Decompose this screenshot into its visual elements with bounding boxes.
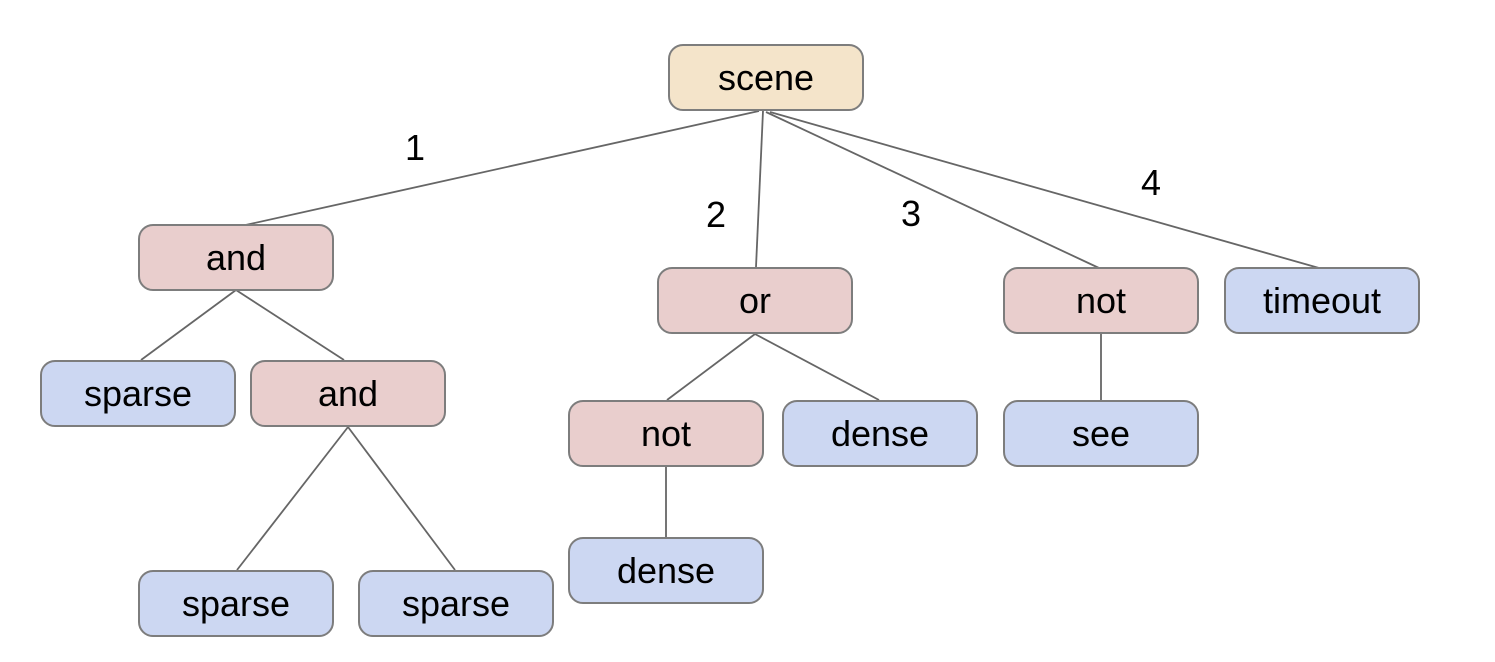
- node-not-mid-label: not: [640, 412, 692, 454]
- edge-or-to-not: [666, 333, 756, 401]
- node-timeout-label: timeout: [1262, 279, 1382, 321]
- node-or-label: or: [738, 279, 771, 321]
- node-and-inner-label: and: [317, 372, 379, 414]
- edge-scene-to-or: [755, 110, 764, 268]
- node-sparse-left: sparse: [40, 360, 236, 427]
- edge-and-inner-to-sparse1: [236, 426, 349, 571]
- edge-label-2: 2: [705, 194, 727, 235]
- edge-and-inner-to-sparse2: [347, 426, 456, 571]
- edge-and-to-and-inner: [235, 289, 345, 361]
- node-dense-mid-label: dense: [830, 412, 930, 454]
- node-and-left: and: [138, 224, 334, 291]
- node-not-right-label: not: [1075, 279, 1127, 321]
- edge-label-4: 4: [1140, 162, 1162, 203]
- node-sparse-bottom2: sparse: [358, 570, 554, 637]
- node-and-inner: and: [250, 360, 446, 427]
- edge-scene-to-not: [765, 111, 1100, 269]
- node-sparse-bottom2-label: sparse: [401, 582, 511, 624]
- node-or: or: [657, 267, 853, 334]
- node-dense-mid: dense: [782, 400, 978, 467]
- node-dense-bottom-label: dense: [616, 549, 716, 591]
- edge-label-3: 3: [900, 193, 922, 234]
- node-timeout: timeout: [1224, 267, 1420, 334]
- edge-scene-to-and: [240, 110, 760, 227]
- node-scene: scene: [668, 44, 864, 111]
- node-scene-label: scene: [717, 56, 815, 98]
- edge-and-to-sparse: [140, 289, 237, 361]
- edge-scene-to-timeout: [769, 111, 1320, 269]
- node-sparse-bottom1: sparse: [138, 570, 334, 637]
- node-dense-bottom: dense: [568, 537, 764, 604]
- node-not-right: not: [1003, 267, 1199, 334]
- edge-label-1: 1: [404, 127, 426, 168]
- node-not-mid: not: [568, 400, 764, 467]
- node-sparse-bottom1-label: sparse: [181, 582, 291, 624]
- node-and-left-label: and: [205, 236, 267, 278]
- edge-or-to-dense: [754, 333, 880, 401]
- node-see: see: [1003, 400, 1199, 467]
- node-see-label: see: [1071, 412, 1131, 454]
- node-sparse-left-label: sparse: [83, 372, 193, 414]
